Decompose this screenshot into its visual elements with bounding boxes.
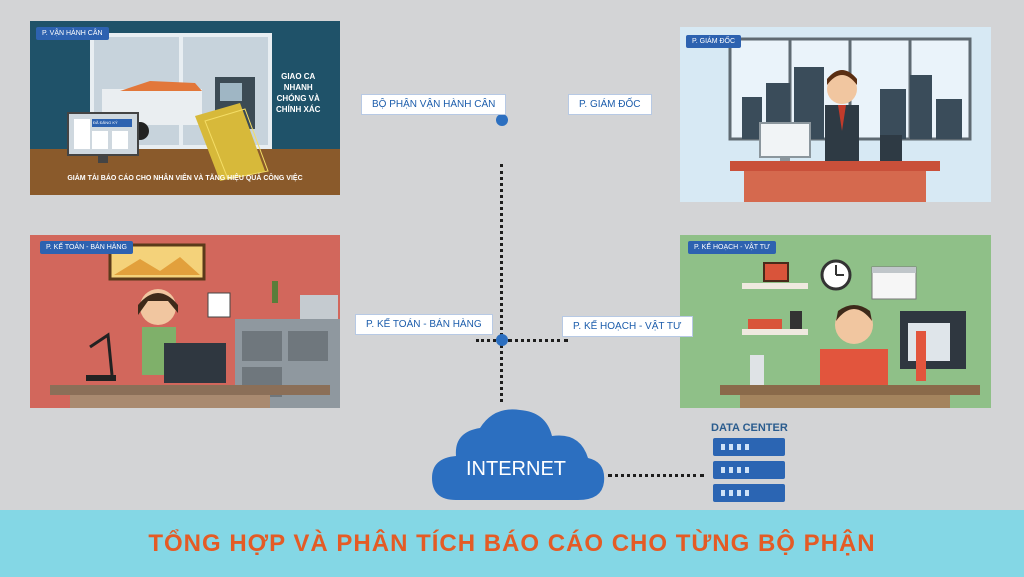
accountant-office-illustration — [50, 243, 340, 408]
node-label-van-hanh-can: BỘ PHẬN VẬN HÀNH CÂN — [361, 94, 507, 115]
tag-van-hanh-can: P. VẬN HÀNH CÂN — [36, 27, 109, 40]
node-dot-middle — [496, 334, 508, 346]
slogan-line: CHÍNH XÁC — [276, 105, 321, 114]
panel-ke-toan: P. KẾ TOÁN - BÁN HÀNG — [30, 235, 340, 408]
internet-label: INTERNET — [466, 458, 566, 480]
bottom-banner: TỔNG HỢP VÀ PHÂN TÍCH BÁO CÁO CHO TỪNG B… — [0, 510, 1024, 577]
slogan: GIAO CA NHANH CHÓNG VÀ CHÍNH XÁC — [276, 71, 320, 115]
slogan-line: GIAO CA — [281, 72, 316, 81]
connector-vertical — [500, 164, 503, 402]
connector-right — [508, 339, 568, 342]
truck-scene-illustration — [30, 33, 340, 195]
data-center-label: DATA CENTER — [711, 422, 788, 434]
panel-ke-hoach: P. KẾ HOẠCH - VẬT TƯ — [680, 235, 991, 408]
node-label-giam-doc: P. GIÁM ĐỐC — [568, 94, 652, 115]
slogan-line: CHÓNG VÀ — [276, 94, 320, 103]
panel-giam-doc: P. GIÁM ĐỐC — [680, 27, 991, 202]
node-label-ke-toan: P. KẾ TOÁN - BÁN HÀNG — [355, 314, 493, 335]
tag-ke-toan: P. KẾ TOÁN - BÁN HÀNG — [40, 241, 133, 254]
screen-registered-text: ĐÃ ĐĂNG KÝ — [93, 120, 118, 125]
server-icon — [713, 438, 785, 456]
node-label-ke-hoach: P. KẾ HOẠCH - VẬT TƯ — [562, 316, 693, 337]
banner-title: TỔNG HỢP VÀ PHÂN TÍCH BÁO CÁO CHO TỪNG B… — [148, 529, 876, 557]
connector-datacenter — [608, 474, 704, 477]
cloud-icon — [432, 409, 605, 500]
director-office-illustration — [728, 37, 972, 202]
node-dot-top — [496, 114, 508, 126]
server-icon — [713, 484, 785, 502]
tag-ke-hoach: P. KẾ HOẠCH - VẬT TƯ — [688, 241, 776, 254]
server-icon — [713, 461, 785, 479]
slogan-line: NHANH — [283, 83, 313, 92]
panel-van-hanh-can: P. VẬN HÀNH CÂN ĐÃ ĐĂNG KÝ GIAO CA NHANH… — [30, 21, 340, 195]
tag-giam-doc: P. GIÁM ĐỐC — [686, 35, 742, 48]
panel-caption: GIẢM TẢI BÁO CÁO CHO NHÂN VIÊN VÀ TĂNG H… — [67, 175, 303, 182]
connector-left — [476, 339, 496, 342]
planning-office-illustration — [720, 259, 980, 408]
